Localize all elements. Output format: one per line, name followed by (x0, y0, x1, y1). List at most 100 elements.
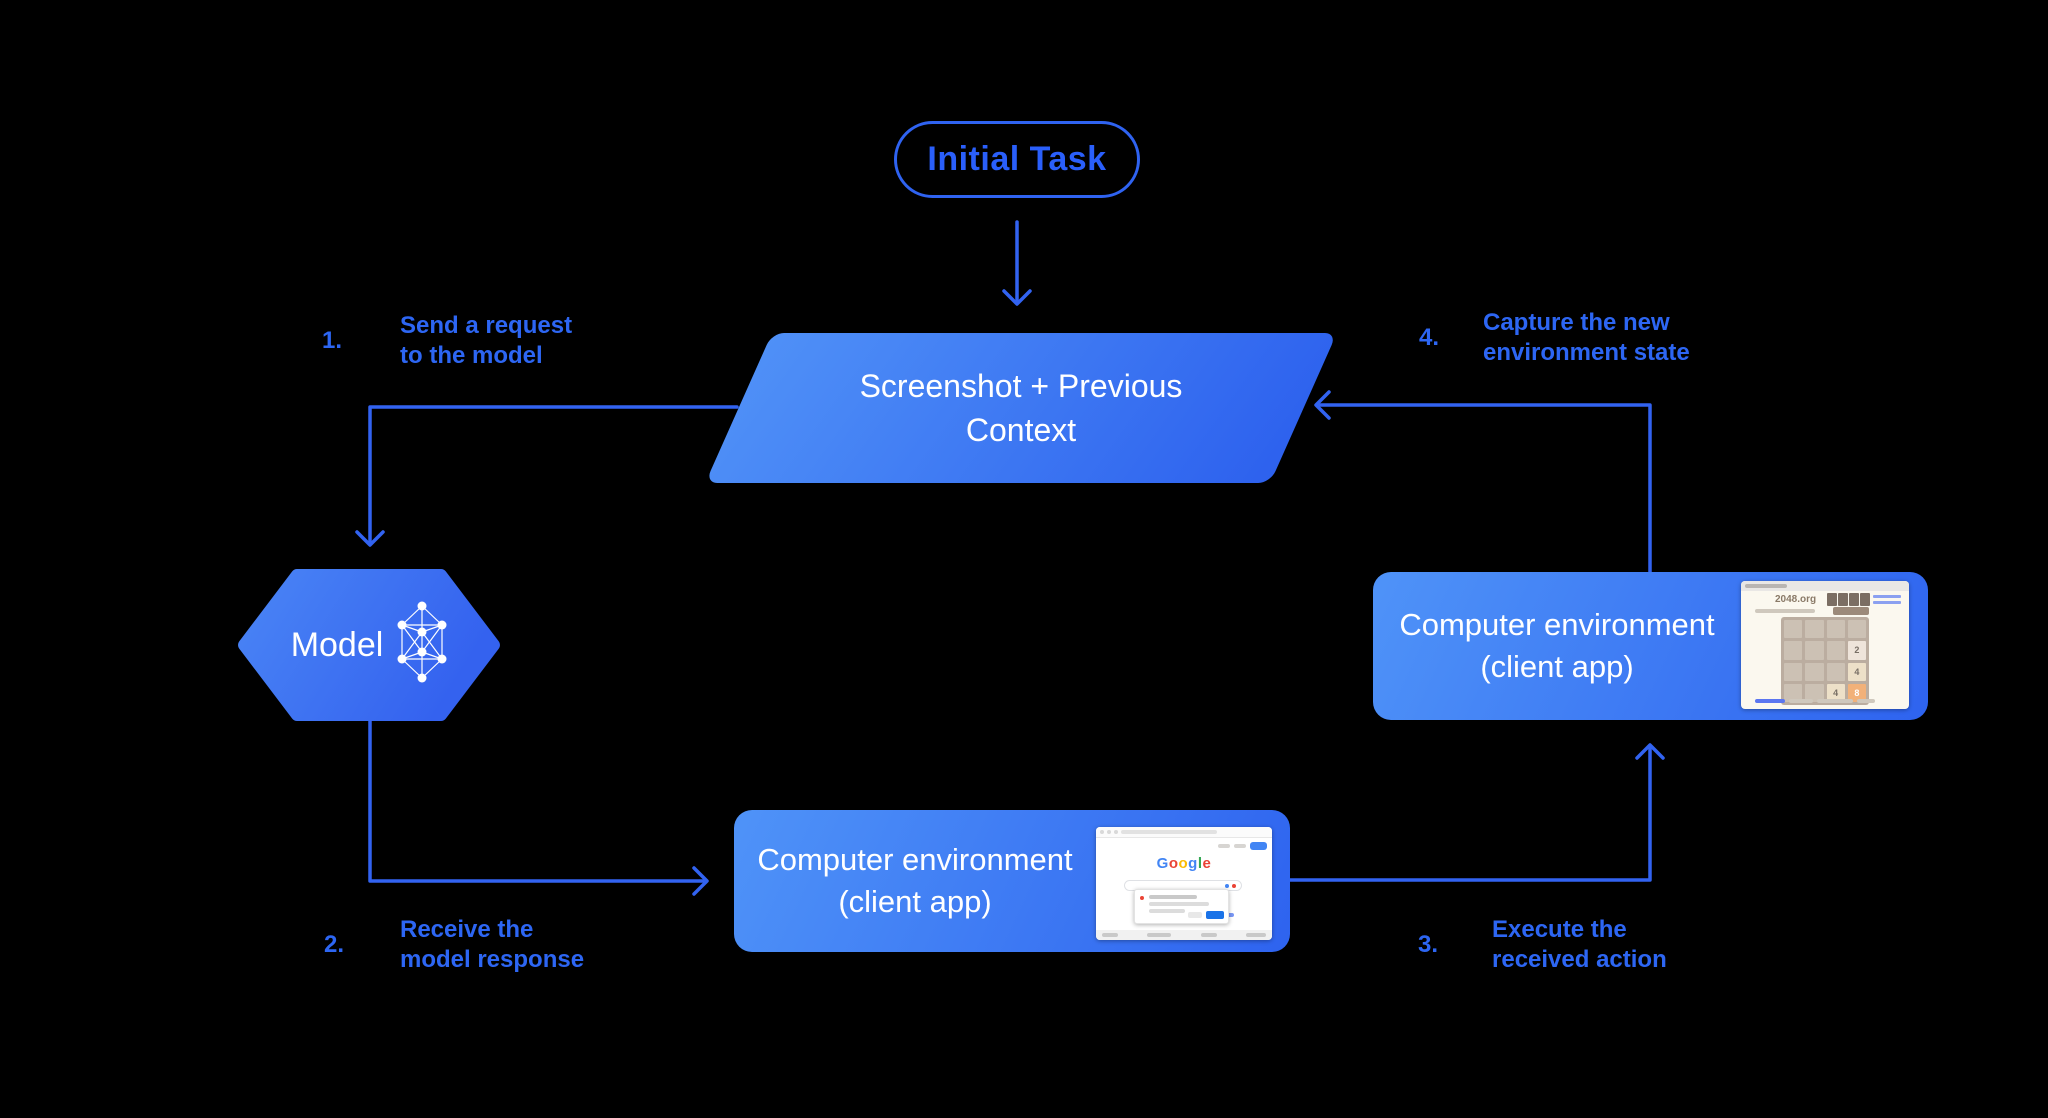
grid-cell (1847, 620, 1866, 639)
lens-icon (1232, 883, 1236, 888)
logo-letter: o (1168, 855, 1179, 872)
connector-model-to-env (368, 715, 705, 883)
dialog-text-lines (1149, 895, 1209, 913)
grid-cell (1805, 683, 1824, 702)
score-box (1838, 593, 1848, 606)
address-bar (1121, 830, 1217, 834)
best-box (1860, 593, 1870, 606)
step-label-4: Capture the new environment state (1483, 308, 1690, 368)
tile-2: 2 (1847, 641, 1866, 660)
step-number-4: 4. (1419, 324, 1440, 351)
mic-icon (1225, 883, 1229, 888)
initial-task-node: Initial Task (894, 121, 1140, 198)
step2-line1: Receive the (400, 916, 534, 943)
screenshot-context-label: Screenshot + Previous Context (821, 333, 1221, 483)
menu-links (1873, 595, 1901, 604)
grid-cell (1784, 683, 1803, 702)
screenshot-context-line1: Screenshot + Previous (859, 368, 1183, 404)
step-number-2: 2. (324, 931, 345, 958)
best-box (1849, 593, 1859, 606)
env-bottom-label: Computer environment (client app) (734, 810, 1096, 952)
arrowhead-up-icon (1635, 743, 1665, 760)
step-label-2: Receive the model response (400, 915, 584, 975)
google-screenshot: Google (1096, 827, 1272, 940)
screenshot-context-line2: Context (965, 412, 1077, 448)
arrowhead-right-icon (692, 866, 709, 896)
grid-cell (1784, 662, 1803, 681)
dialog-google-icon (1140, 896, 1144, 900)
dialog-secondary-button (1188, 912, 1202, 918)
step1-line1: Send a request (400, 312, 573, 339)
logo-letter: G (1156, 855, 1169, 872)
arrowhead-down-icon (355, 530, 385, 547)
tab-title-placeholder (1745, 584, 1787, 588)
step-number-3: 3. (1418, 931, 1439, 958)
arrowhead-left-icon (1314, 390, 1331, 420)
step4-line2: environment state (1483, 339, 1690, 366)
dialog-text-placeholder (1149, 909, 1185, 913)
logo-letter: l (1197, 855, 1203, 872)
env-bottom-line2: (client app) (838, 884, 992, 919)
neural-network-icon (397, 601, 447, 683)
tile-4: 4 (1847, 662, 1866, 681)
step-label-3: Execute the received action (1492, 915, 1667, 975)
browser-chrome (1096, 827, 1272, 838)
google-top-links (1218, 842, 1267, 850)
model-node-content: Model (238, 568, 500, 722)
menu-link-placeholder (1873, 595, 1901, 598)
google-footer (1096, 930, 1272, 940)
step4-line1: Capture the new (1483, 309, 1670, 336)
footer-text-placeholder (1789, 699, 1813, 703)
menu-link-placeholder (1873, 601, 1901, 604)
connector-env-to-env (1288, 747, 1652, 882)
env-right-label: Computer environment (client app) (1373, 572, 1741, 720)
game-grid: 2 4 4 8 (1781, 617, 1869, 705)
grid-cell (1805, 641, 1824, 660)
step3-line1: Execute the (1492, 916, 1627, 943)
score-box (1827, 593, 1837, 606)
footer-link-placeholder (1755, 699, 1785, 703)
dialog-accept-button (1206, 911, 1224, 919)
grid-cell (1826, 641, 1845, 660)
page-title-2048: 2048.org (1775, 594, 1817, 605)
grid-cell (1826, 662, 1845, 681)
game-footer-links (1755, 699, 1875, 703)
step-number-1: 1. (322, 327, 343, 354)
footer-link-placeholder (1147, 933, 1172, 937)
step2-line2: model response (400, 946, 585, 973)
step3-line2: received action (1492, 946, 1667, 973)
tile-8: 8 (1847, 683, 1866, 702)
grid-cell (1826, 620, 1845, 639)
scoreboard (1827, 593, 1870, 606)
window-dot (1107, 830, 1111, 834)
window-dot (1100, 830, 1104, 834)
game-info-row (1741, 607, 1909, 615)
footer-link-placeholder (1102, 933, 1118, 937)
model-node (238, 569, 500, 721)
env-right-line2: (client app) (1480, 649, 1634, 684)
grid-cell (1784, 620, 1803, 639)
dialog-text-placeholder (1149, 902, 1209, 906)
signin-button (1250, 842, 1267, 850)
logo-letter: e (1202, 855, 1212, 872)
connector-context-to-model (368, 405, 739, 543)
google-logo: Google (1096, 855, 1272, 872)
tile-4: 4 (1826, 683, 1845, 702)
grid-cell (1805, 620, 1824, 639)
footer-link-placeholder (1200, 933, 1217, 937)
logo-letter: o (1178, 855, 1189, 872)
game-header: 2048.org (1741, 593, 1909, 607)
env-bottom-line1: Computer environment (757, 842, 1073, 877)
info-text-placeholder (1755, 609, 1815, 613)
logo-letter: g (1188, 855, 1198, 872)
initial-task-label: Initial Task (927, 140, 1107, 178)
dialog-text-placeholder (1149, 895, 1197, 899)
step-label-1: Send a request to the model (400, 311, 572, 371)
footer-text-placeholder (1817, 699, 1853, 703)
cookie-dialog (1134, 889, 1229, 924)
grid-cell (1805, 662, 1824, 681)
env-right-line1: Computer environment (1399, 607, 1715, 642)
gmail-link-placeholder (1218, 844, 1230, 848)
footer-text-placeholder (1857, 699, 1875, 703)
